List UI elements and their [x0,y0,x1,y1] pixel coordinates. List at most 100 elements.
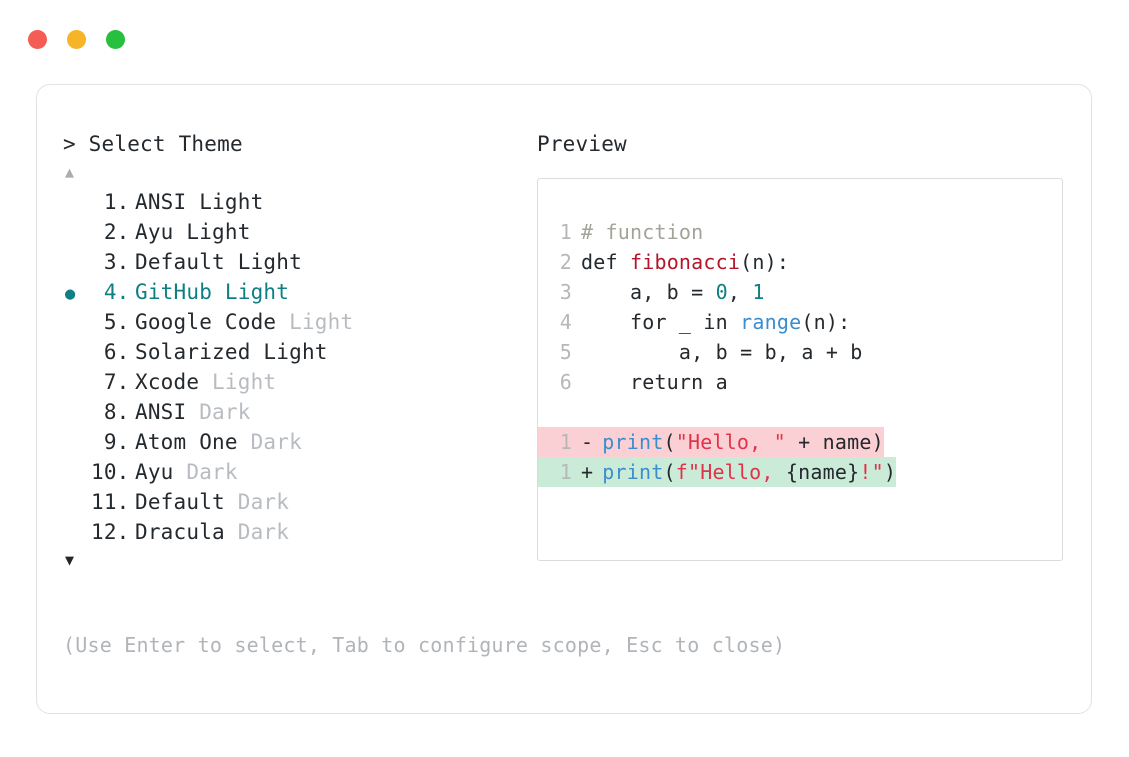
code-token: # function [581,220,704,244]
code-token: fibonacci [629,250,741,274]
minimize-window-button[interactable] [67,30,86,49]
theme-item-variant: Dark [224,520,290,544]
theme-list-item[interactable]: 8.ANSI Dark [63,397,503,427]
theme-item-name: Ayu [135,220,174,244]
code-token: + name) [785,430,884,454]
theme-list-item[interactable]: ● 4.GitHub Light [63,277,503,307]
theme-list: 1.ANSI Light 2.Ayu Light 3.Default Light… [63,187,503,547]
diff-block: 1-print("Hello, " + name)1+print(f"Hello… [538,427,1062,487]
theme-item-variant: Light [212,280,290,304]
select-theme-prompt: > Select Theme [63,132,243,156]
selected-bullet-icon: ● [65,284,76,304]
code-token: 1 [752,280,765,304]
bullet-placeholder [63,429,91,459]
theme-item-number: 1. [91,190,130,214]
code-token: print [602,430,664,454]
theme-selector-card: > Select Theme ▲ 1.ANSI Light 2.Ayu Ligh… [36,84,1092,714]
line-number: 4 [559,310,572,334]
theme-list-item[interactable]: 3.Default Light [63,247,503,277]
theme-list-item[interactable]: 7.Xcode Light [63,367,503,397]
line-number: 3 [559,280,572,304]
bullet-placeholder [63,369,91,399]
theme-item-number: 7. [91,370,130,394]
code-token: a, b = b, a + b [581,340,863,364]
preview-label: Preview [537,132,627,156]
theme-item-number: 6. [91,340,130,364]
theme-item-name: Solarized [135,340,251,364]
theme-item-variant: Light [199,370,277,394]
code-line: 1 # function [538,217,1062,247]
line-number: 1 [559,220,572,244]
code-line: 6 return a [538,367,1062,397]
window-traffic-lights [28,30,125,49]
theme-item-number: 9. [91,430,130,454]
theme-item-number: 3. [91,250,130,274]
code-token: "Hello, " [675,430,786,454]
theme-item-name: Xcode [135,370,200,394]
theme-list-item[interactable]: 5.Google Code Light [63,307,503,337]
code-line: 3 a, b = 0, 1 [538,277,1062,307]
theme-item-name: ANSI [135,400,187,424]
theme-item-variant: Light [250,340,328,364]
theme-selector-pane: > Select Theme ▲ 1.ANSI Light 2.Ayu Ligh… [63,129,503,573]
code-line: 4 for _ in range(n): [538,307,1062,337]
theme-item-number: 10. [91,460,130,484]
code-token: !" [859,460,884,484]
theme-item-name: ANSI [135,190,187,214]
theme-item-variant: Light [186,190,264,214]
theme-list-item[interactable]: 9.Atom One Dark [63,427,503,457]
theme-item-name: Atom One [135,430,238,454]
maximize-window-button[interactable] [106,30,125,49]
theme-item-name: Dracula [135,520,225,544]
bullet-placeholder [63,219,91,249]
bullet-placeholder [63,489,91,519]
theme-list-item[interactable]: 2.Ayu Light [63,217,503,247]
code-token: {name} [785,460,860,484]
theme-list-item[interactable]: 11.Default Dark [63,487,503,517]
code-token: 0 [715,280,728,304]
code-token: f"Hello, [675,460,786,484]
code-token: ) [883,460,897,484]
code-token: a, b = [581,280,716,304]
code-token: for _ in [581,310,741,334]
scroll-down-icon[interactable]: ▼ [65,551,75,569]
code-token: ( [663,460,676,484]
line-number: 1 [559,460,572,484]
bullet-placeholder [63,189,91,219]
code-token: (n): [801,310,851,334]
theme-list-item[interactable]: 12.Dracula Dark [63,517,503,547]
theme-item-variant: Dark [237,430,302,454]
diff-removed-line: 1-print("Hello, " + name) [538,427,884,457]
theme-item-name: Ayu [135,460,174,484]
diff-sign: + [581,460,594,484]
theme-item-number: 11. [91,490,130,514]
theme-item-name: Default [135,250,225,274]
theme-item-number: 8. [91,400,130,424]
code-token: return a [581,370,728,394]
bullet-placeholder [63,459,91,489]
theme-list-item[interactable]: 6.Solarized Light [63,337,503,367]
diff-added-line: 1+print(f"Hello, {name}!") [538,457,897,487]
theme-item-variant: Light [224,250,302,274]
theme-item-name: GitHub [135,280,213,304]
theme-item-name: Google Code [135,310,277,334]
theme-list-item[interactable]: 1.ANSI Light [63,187,503,217]
bullet-placeholder [63,399,91,429]
scroll-up-icon[interactable]: ▲ [65,163,75,181]
theme-list-item[interactable]: 10.Ayu Dark [63,457,503,487]
theme-item-variant: Dark [186,400,251,424]
code-token: def [581,250,630,274]
theme-item-variant: Light [276,310,354,334]
theme-item-name: Default [135,490,225,514]
bullet-placeholder [63,519,91,549]
close-window-button[interactable] [28,30,47,49]
line-number: 1 [559,430,572,454]
code-token: (n): [740,250,790,274]
theme-item-variant: Dark [173,460,238,484]
bullet-placeholder [63,309,91,339]
line-number: 5 [559,340,572,364]
